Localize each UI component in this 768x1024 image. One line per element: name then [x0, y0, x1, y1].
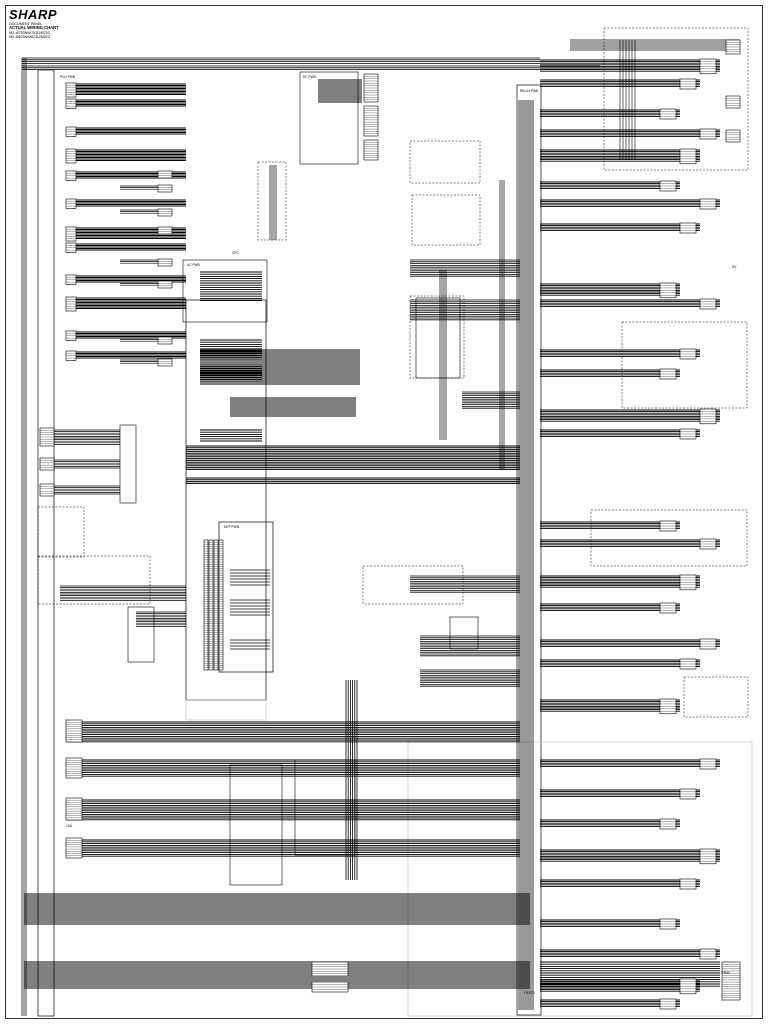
connector — [157, 184, 173, 193]
connector — [157, 336, 173, 345]
label-relay: RELAY PWB — [520, 89, 538, 93]
label-pcu: PCU PWB — [60, 75, 75, 79]
harness-board — [127, 606, 155, 663]
connector — [157, 208, 173, 217]
label-dc: DC PWB — [303, 75, 316, 79]
label-tray: TRAY — [722, 971, 731, 975]
connector — [65, 837, 83, 859]
label-lsu: LSU — [66, 824, 73, 828]
connector — [363, 139, 379, 161]
connector — [218, 539, 224, 671]
chart-title: ACTUAL WIRING CHART — [9, 25, 59, 30]
dc-board-outline — [299, 71, 359, 165]
label-fuser: FUSER — [524, 991, 536, 995]
sub-board-outline — [229, 764, 283, 886]
brand-logo: SHARP — [9, 7, 58, 22]
connector — [157, 280, 173, 289]
connector — [721, 961, 741, 1001]
connector — [157, 258, 173, 267]
connector — [65, 757, 83, 779]
connector — [213, 539, 219, 671]
connector — [39, 483, 55, 497]
lower-right-region — [407, 741, 753, 1017]
connector-blocks — [39, 39, 741, 1010]
sensor-board — [449, 616, 479, 650]
model-line-1: MX-M753N/M753U/M753 — [9, 31, 50, 35]
sheet-frame — [5, 5, 763, 1019]
relay-board-outline — [516, 84, 542, 1016]
connector — [725, 129, 741, 143]
model-line-2: MX-M623N/M623U/M623 — [9, 35, 50, 39]
connector — [157, 170, 173, 179]
left-bus-board — [37, 69, 55, 1017]
label-mfp: MFP PWB — [224, 525, 239, 529]
label-opc: OPC — [232, 251, 240, 255]
harness-board-2 — [119, 424, 137, 504]
connector — [157, 358, 173, 367]
connector — [363, 105, 379, 137]
connector — [203, 539, 209, 671]
connector — [157, 226, 173, 235]
harness-bundles — [21, 39, 740, 1016]
connector — [39, 457, 55, 471]
connector — [725, 95, 741, 109]
connector — [208, 539, 214, 671]
power-board-outline — [182, 259, 268, 323]
drive-board — [415, 297, 461, 379]
doc-code: DOCUMENT PANEL — [9, 22, 43, 26]
label-dv: DV — [732, 265, 737, 269]
option-unit-boxes — [37, 27, 749, 718]
mfp-board-outline — [218, 521, 274, 673]
lower-mid-region — [185, 699, 267, 721]
label-power: AC PWB — [187, 263, 200, 267]
